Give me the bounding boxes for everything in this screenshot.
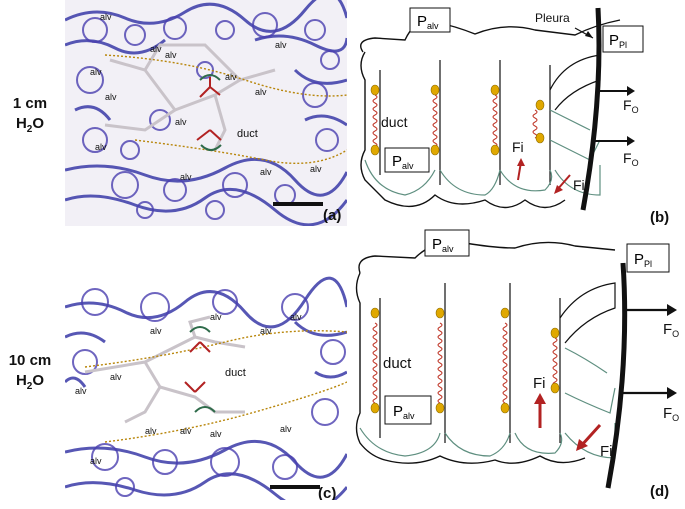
panel-letter-d: (d): [650, 483, 669, 500]
micro-label: alv: [165, 50, 177, 60]
scale-bar: [273, 202, 323, 206]
micro-label: alv: [225, 72, 237, 82]
micrograph-a-image: alv alv alv alv alv alv alv alv alv alv …: [65, 0, 347, 226]
micro-label: alv: [210, 429, 222, 439]
schematic-b-svg: Pleura Palv Palv PPl duct Fi Fi FO FO (b…: [360, 7, 669, 226]
panel-letter-a: (a): [323, 207, 341, 224]
fo-bottom-label: FO: [623, 150, 639, 168]
micro-label: alv: [290, 312, 302, 322]
micro-label: alv: [90, 67, 102, 77]
panel-letter-c: (c): [318, 485, 336, 500]
p-alv-bottom-label: Palv: [392, 153, 414, 171]
scale-bar: [270, 485, 320, 489]
fo-bottom-label: FO: [663, 405, 679, 423]
pressure-unit: H2O: [15, 115, 45, 135]
fi-down-label: Fi: [600, 443, 613, 460]
p-alv-bottom-box: [384, 395, 432, 425]
schematic-d: Palv Palv PPl duct Fi Fi FO FO (d): [345, 228, 685, 504]
micro-label: alv: [260, 326, 272, 336]
p-alv-bottom-label: Palv: [393, 403, 415, 421]
micro-label: alv: [100, 12, 112, 22]
fi-down-label: Fi: [573, 177, 585, 193]
micro-label: alv: [105, 92, 117, 102]
micro-label: alv: [275, 40, 287, 50]
micrograph-a: alv alv alv alv alv alv alv alv alv alv …: [65, 0, 347, 226]
micro-label: alv: [210, 312, 222, 322]
p-alv-top-label: Palv: [432, 236, 454, 254]
micro-label: alv: [150, 326, 162, 336]
micro-duct-label: duct: [225, 367, 246, 379]
micro-label: alv: [175, 117, 187, 127]
p-alv-top-label: Palv: [417, 13, 439, 31]
p-alv-top-box: [409, 7, 451, 33]
micro-label: alv: [260, 167, 272, 177]
pressure-label-10cm: 10 cm H2O: [0, 351, 60, 397]
pleura-label: Pleura: [535, 11, 570, 25]
p-pl-label: PPl: [634, 251, 652, 269]
duct-label: duct: [381, 114, 408, 130]
micro-label: alv: [310, 164, 322, 174]
fi-up-label: Fi: [512, 139, 524, 155]
micro-label: alv: [145, 426, 157, 436]
micro-label: alv: [95, 142, 107, 152]
duct-label: duct: [383, 355, 412, 372]
micrograph-c-image: alv alv alv alv alv alv alv alv alv alv …: [65, 262, 347, 500]
p-alv-top-box: [424, 229, 470, 257]
micro-label: alv: [280, 424, 292, 434]
micro-label: alv: [110, 372, 122, 382]
micro-label: alv: [150, 44, 162, 54]
panel-letter-b: (b): [650, 209, 669, 226]
micro-label: alv: [180, 172, 192, 182]
micro-label: alv: [255, 87, 267, 97]
pressure-label-1cm: 1 cm H2O: [0, 94, 60, 140]
micro-label: alv: [75, 386, 87, 396]
p-alv-bottom-box: [384, 147, 430, 173]
p-pl-box: [626, 243, 670, 273]
pressure-value: 10 cm: [8, 352, 52, 369]
p-pl-box: [602, 25, 644, 53]
schematic-b: Pleura Palv Palv PPl duct Fi Fi FO FO (b…: [345, 0, 685, 228]
pressure-value: 1 cm: [12, 95, 48, 112]
fi-up-label: Fi: [533, 375, 546, 392]
schematic-d-svg: Palv Palv PPl duct Fi Fi FO FO (d): [355, 229, 679, 500]
micrograph-c: alv alv alv alv alv alv alv alv alv alv …: [65, 262, 347, 500]
pressure-unit: H2O: [15, 372, 45, 392]
p-pl-label: PPl: [609, 32, 627, 50]
micro-label: alv: [180, 426, 192, 436]
fo-top-label: FO: [663, 321, 679, 339]
fo-top-label: FO: [623, 97, 639, 115]
micro-label: alv: [90, 456, 102, 466]
micro-duct-label: duct: [237, 128, 258, 140]
